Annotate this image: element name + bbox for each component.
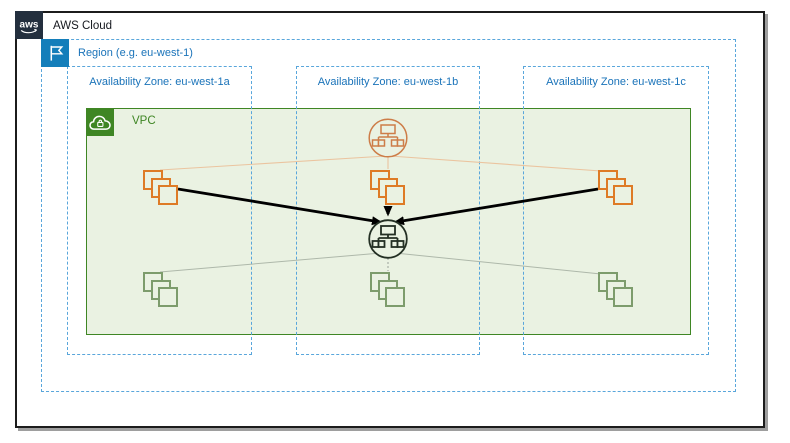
az-box-eu-west-1c: Availability Zone: eu-west-1c bbox=[523, 66, 709, 355]
subnet-squares-green-1b bbox=[370, 272, 405, 307]
aws-logo-glyph: aws bbox=[20, 20, 39, 34]
subnet-squares-orange-1c bbox=[598, 170, 633, 205]
lock-shackle bbox=[98, 119, 103, 123]
subnet-squares-orange-1b bbox=[370, 170, 405, 205]
stacked-square bbox=[613, 185, 633, 205]
region-flag-icon bbox=[41, 39, 69, 67]
cloud-outline bbox=[89, 115, 111, 130]
lock-body bbox=[97, 121, 104, 127]
router-icon-dark bbox=[367, 218, 409, 265]
stacked-square bbox=[158, 287, 178, 307]
router-icon-orange bbox=[367, 117, 409, 164]
aws-logo-text: aws bbox=[20, 20, 39, 31]
region-label: Region (e.g. eu-west-1) bbox=[78, 47, 193, 59]
stacked-square bbox=[158, 185, 178, 205]
aws-logo-icon: aws bbox=[15, 11, 43, 39]
subnet-squares-green-1c bbox=[598, 272, 633, 307]
vpc-cloud-icon bbox=[86, 108, 114, 136]
stacked-square bbox=[385, 185, 405, 205]
subnet-squares-green-1a bbox=[143, 272, 178, 307]
az-label: Availability Zone: eu-west-1a bbox=[89, 76, 230, 88]
subnet-squares-orange-1a bbox=[143, 170, 178, 205]
vpc-label: VPC bbox=[132, 115, 156, 127]
az-label: Availability Zone: eu-west-1c bbox=[546, 76, 686, 88]
stacked-square bbox=[385, 287, 405, 307]
az-box-eu-west-1b: Availability Zone: eu-west-1b bbox=[296, 66, 480, 355]
stacked-square bbox=[613, 287, 633, 307]
region-box bbox=[41, 39, 736, 392]
az-label: Availability Zone: eu-west-1b bbox=[317, 76, 459, 88]
aws-cloud-label: AWS Cloud bbox=[53, 20, 113, 32]
